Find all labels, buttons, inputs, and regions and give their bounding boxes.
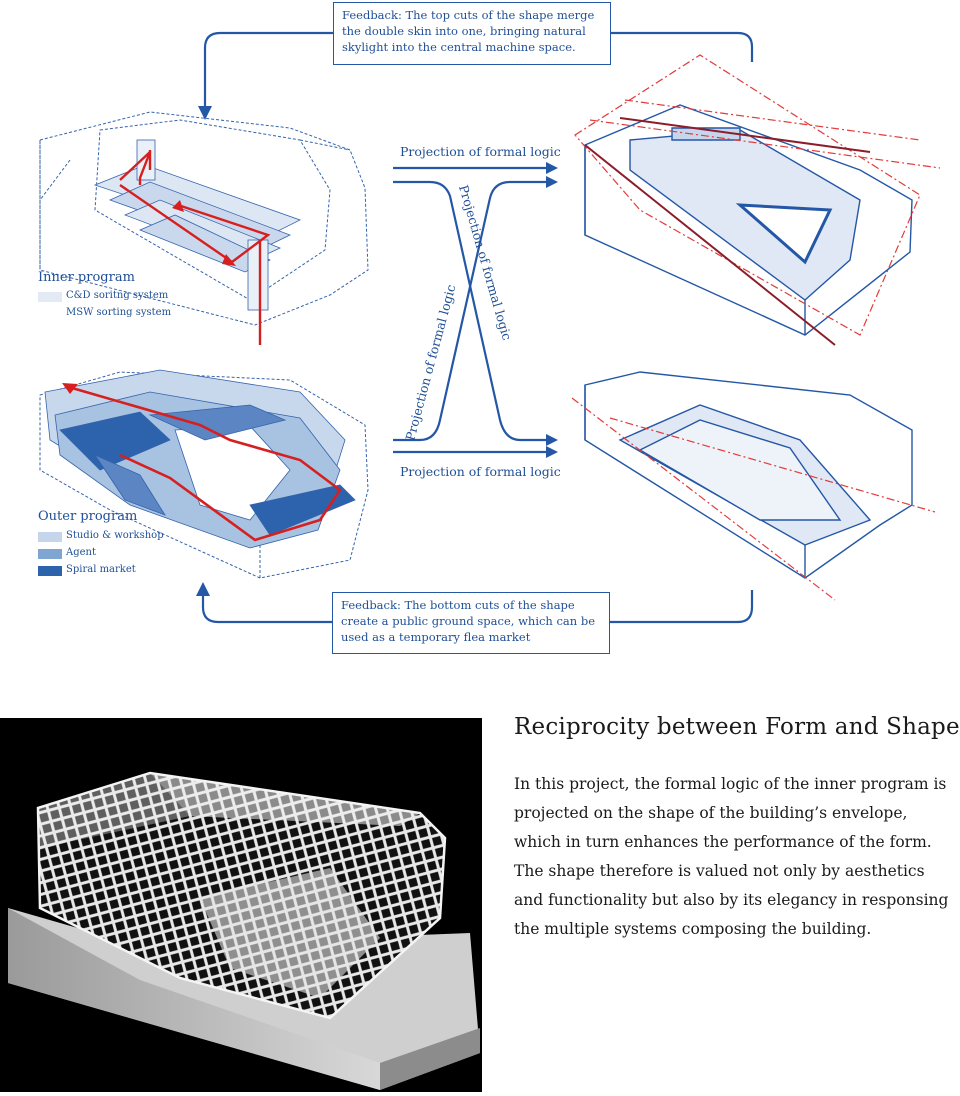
inner-program-drawing (39, 111, 369, 326)
feedback-top-box: Feedback: The top cuts of the shape merg… (333, 2, 611, 65)
section-title: Reciprocity between Form and Shape (514, 714, 960, 740)
bottom-right-red-cut-lines (571, 397, 936, 601)
projection-label-bottom: Projection of formal logic (400, 464, 561, 479)
outer-program-outline (39, 371, 369, 579)
section-body-text: In this project, the formal logic of the… (514, 775, 949, 938)
feedback-top-loop-arrow (203, 31, 333, 112)
bottom-right-form (584, 371, 913, 579)
feedback-bottom-arrowhead (196, 582, 210, 596)
feedback-top-loop-tail (611, 31, 754, 62)
top-right-solid-cut-2 (619, 117, 871, 153)
top-right-form (584, 104, 913, 336)
outer-legend-label-studio: Studio & workshop (66, 530, 164, 541)
feedback-bottom-loop-arrow (201, 590, 332, 624)
inner-red-arrowhead (222, 254, 236, 266)
inner-program-red-path (119, 150, 271, 345)
model-photo-drawing (8, 771, 480, 1090)
outer-program-red-path (71, 386, 342, 542)
inner-legend-swatch-1 (38, 292, 62, 302)
inner-program-title: Inner program (38, 270, 135, 285)
outer-legend-swatch-studio (38, 532, 62, 542)
outer-legend-swatch-agent (38, 549, 62, 559)
outer-red-arrowhead (62, 383, 78, 394)
top-right-solid-cut (584, 144, 836, 346)
feedback-bottom-box: Feedback: The bottom cuts of the shape c… (332, 592, 610, 654)
feedback-top-arrowhead (198, 106, 212, 120)
projection-label-top: Projection of formal logic (400, 144, 561, 159)
model-photo (0, 718, 482, 1092)
diagram-canvas (39, 31, 941, 624)
outer-program-title: Outer program (38, 509, 138, 524)
top-right-red-cut-lines (574, 54, 941, 336)
outer-legend-label-agent: Agent (66, 547, 96, 558)
inner-red-arrowhead-2 (172, 200, 184, 212)
inner-legend-label-1: C&D soritng system (66, 290, 169, 301)
projection-arrows (393, 166, 548, 454)
outer-legend-swatch-market (38, 566, 62, 576)
outer-legend-label-market: Spiral market (66, 564, 136, 575)
feedback-bottom-loop-tail (610, 590, 754, 624)
projection-arrowheads (546, 162, 558, 458)
inner-legend-label-2: MSW sorting system (66, 307, 172, 318)
